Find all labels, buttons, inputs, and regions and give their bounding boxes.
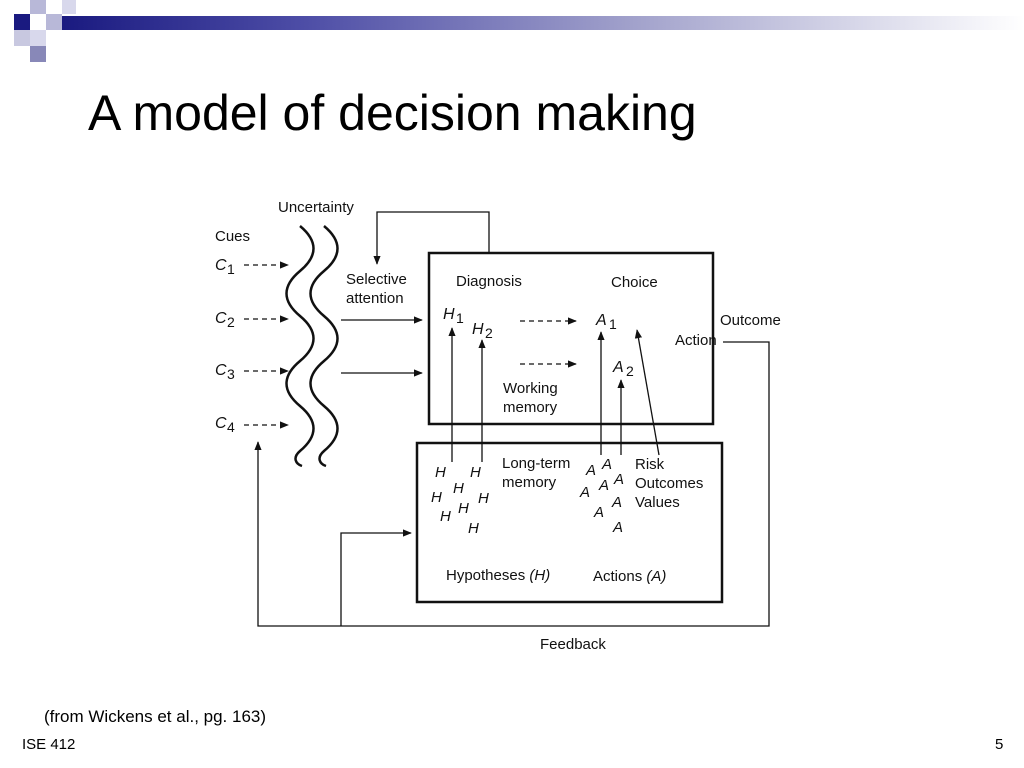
h1-letter: H [443,306,455,323]
course-code: ISE 412 [22,736,76,753]
cue-c2: C 2 [215,310,235,330]
slide-title: A model of decision making [88,85,697,141]
header-gradient-bar [62,16,1024,30]
long-term-memory-label: Long-term [502,455,570,472]
uncertainty-wave [309,225,339,468]
cue-letter: C [215,257,227,274]
ltm-h: H [431,489,442,506]
deco-square [30,46,46,62]
values-label: Values [635,494,680,511]
cue-c3: C 3 [215,362,235,382]
source-citation: (from Wickens et al., pg. 163) [44,707,267,726]
feedback-label: Feedback [540,636,606,653]
cue-subscript: 2 [227,314,235,330]
ltm-h: H [468,520,479,537]
outcome-line [254,341,770,627]
working-memory-label: Working [503,380,558,397]
working-memory-label: memory [503,399,558,416]
uncertainty-label: Uncertainty [278,199,354,216]
diagnosis-label: Diagnosis [456,273,522,290]
outcome-label: Outcome [720,312,781,329]
ltm-h: H [435,464,446,481]
actions-word: Actions [593,568,642,585]
ltm-h: H [453,480,464,497]
ltm-a: A [579,484,590,501]
h1-subscript: 1 [456,310,464,326]
risk-arrow [634,329,660,456]
ltm-h: H [470,464,481,481]
a1-letter: A [595,312,607,329]
hypotheses-word: Hypotheses [446,567,525,584]
ltm-h: H [440,508,451,525]
actions-label: Actions (A) [593,568,666,585]
attention-loop-arrow [373,211,490,265]
a1-subscript: 1 [609,316,617,332]
a2-letter: A [612,359,624,376]
long-term-memory-label: memory [502,474,557,491]
page-number: 5 [995,736,1004,753]
actions-symbol: (A) [646,568,666,585]
cue-c1: C 1 [215,257,235,277]
ltm-a: A [585,462,596,479]
ltm-h: H [458,500,469,517]
cue-c4: C 4 [215,415,235,435]
feedback-to-ltm-arrow [340,529,412,626]
h2-letter: H [472,321,484,338]
cue-subscript: 4 [227,419,235,435]
deco-square [46,14,62,30]
cue-letter: C [215,415,227,432]
long-term-memory-box [415,441,724,604]
deco-square [14,14,30,30]
ltm-a: A [612,519,623,536]
ltm-a: A [601,456,612,473]
action-label: Action [675,332,717,349]
deco-square [62,0,76,14]
ltm-a: A [613,471,624,488]
risk-label: Risk [635,456,665,473]
cue-letter: C [215,310,227,327]
deco-square [30,0,46,14]
deco-square [14,30,30,46]
cue-subscript: 3 [227,366,235,382]
uncertainty-wave [285,225,315,468]
cues-label: Cues [215,228,250,245]
hypotheses-symbol: (H) [529,567,550,584]
outcomes-label: Outcomes [635,475,703,492]
h2-subscript: 2 [485,325,493,341]
deco-square [30,30,46,46]
ltm-h: H [478,490,489,507]
ltm-a: A [598,477,609,494]
cue-letter: C [215,362,227,379]
cue-subscript: 1 [227,261,235,277]
choice-label: Choice [611,274,658,291]
selective-attention-label: attention [346,290,404,307]
a2-subscript: 2 [626,363,634,379]
hypotheses-label: Hypotheses (H) [446,567,550,584]
selective-attention-label: Selective [346,271,407,288]
ltm-a: A [593,504,604,521]
working-memory-box [427,251,715,426]
ltm-a: A [611,494,622,511]
